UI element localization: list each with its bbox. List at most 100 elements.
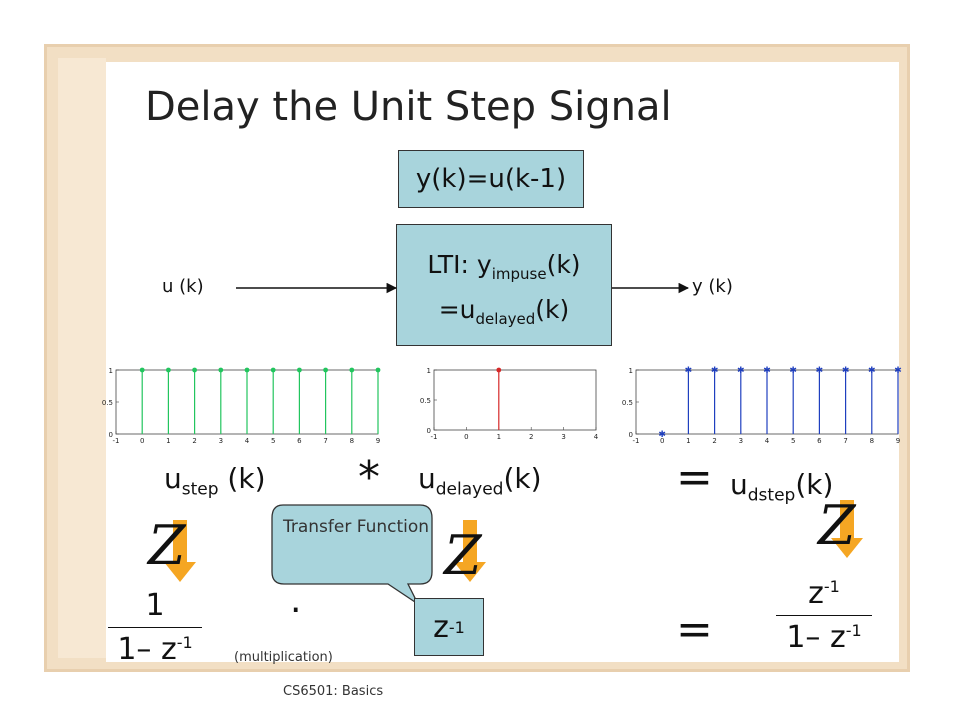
equals-operator-bottom: = <box>676 604 713 655</box>
y-tick-label: 0.5 <box>102 399 113 407</box>
equation-box: y(k)=u(k-1) <box>398 150 584 208</box>
u-delayed-sub: delayed <box>435 479 504 500</box>
x-tick-label: 0 <box>660 437 664 445</box>
y-tick-label: 1 <box>427 367 431 375</box>
left-fraction-den-pre: 1– z <box>117 632 177 667</box>
stem-marker: ✱ <box>711 366 719 376</box>
x-tick-label: -1 <box>633 437 640 445</box>
transfer-function-callout <box>271 504 433 606</box>
x-tick-label: 4 <box>765 437 770 445</box>
y-tick-label: 0 <box>109 431 113 439</box>
x-tick-label: 0 <box>464 433 468 441</box>
z-transform-arrow-left <box>164 520 196 582</box>
equation-text: y(k)=u(k-1) <box>415 164 567 194</box>
left-fraction: 1 1– z-1 <box>108 588 202 667</box>
stem-marker <box>297 367 302 373</box>
multiplication-label: (multiplication) <box>234 650 333 665</box>
x-tick-label: -1 <box>113 437 120 445</box>
stem-marker: ✱ <box>894 366 902 376</box>
x-tick-label: 9 <box>896 437 900 445</box>
right-fraction-numerator: z-1 <box>776 576 872 611</box>
stem-marker <box>270 367 276 373</box>
slide-side-strip <box>58 58 106 658</box>
equals-operator-top: = <box>676 452 713 503</box>
x-tick-label: 6 <box>297 437 302 445</box>
left-fraction-bar <box>108 627 202 628</box>
stem-marker: ✱ <box>685 366 693 376</box>
stem-marker <box>192 367 198 373</box>
y-tick-label: 0.5 <box>622 399 633 407</box>
x-tick-label: 8 <box>350 437 354 445</box>
stem-marker <box>323 367 328 373</box>
convolution-operator: * <box>358 452 380 503</box>
x-tick-label: 6 <box>817 437 822 445</box>
stem-marker <box>375 367 381 373</box>
x-tick-label: 1 <box>686 437 690 445</box>
x-tick-label: 3 <box>739 437 743 445</box>
x-tick-label: 2 <box>529 433 533 441</box>
y-tick-label: 0 <box>427 427 431 435</box>
lti-line-2: =udelayed(k) <box>397 292 611 337</box>
x-tick-label: 1 <box>497 433 501 441</box>
transfer-value-sup: -1 <box>448 617 465 637</box>
lti-line-2-pre: =u <box>438 295 476 324</box>
input-signal-label: u (k) <box>162 276 204 297</box>
x-tick-label: 4 <box>245 437 250 445</box>
x-tick-label: -1 <box>431 433 438 441</box>
right-fraction-bar <box>776 615 872 616</box>
lti-line-1-sub: impuse <box>491 265 547 283</box>
left-fraction-denominator: 1– z-1 <box>117 632 192 667</box>
stem-marker: ✱ <box>868 366 876 376</box>
output-signal-label: y (k) <box>692 276 733 297</box>
stem-marker: ✱ <box>816 366 824 376</box>
y-tick-label: 0.5 <box>420 397 431 405</box>
lti-line-2-post: (k) <box>535 295 570 324</box>
transfer-function-text: Transfer Function <box>282 517 430 537</box>
right-fraction-den-pre: 1– z <box>786 620 846 655</box>
right-fraction-denominator: 1– z-1 <box>786 620 861 655</box>
left-fraction-numerator: 1 <box>145 588 165 623</box>
x-tick-label: 7 <box>843 437 847 445</box>
right-fraction: z-1 1– z-1 <box>776 576 872 655</box>
stem-marker <box>139 367 145 373</box>
transfer-value-pre: z <box>433 609 449 645</box>
lti-line-2-sub: delayed <box>475 310 536 328</box>
x-tick-label: 2 <box>192 437 196 445</box>
u-dstep-label: udstep(k) <box>730 468 833 506</box>
right-fraction-num-pre: z <box>808 576 824 611</box>
z-transform-symbol-left: Z <box>148 514 186 577</box>
lti-line-1-pre: LTI: y <box>427 250 492 279</box>
left-fraction-den-sup: -1 <box>176 633 193 652</box>
transfer-function-box: z-1 <box>414 598 484 656</box>
x-tick-label: 7 <box>323 437 327 445</box>
stem-marker <box>218 367 224 373</box>
stem-marker <box>244 367 250 373</box>
stem-marker: ✱ <box>737 366 745 376</box>
stem-marker <box>166 367 171 373</box>
stem-marker: ✱ <box>789 366 797 376</box>
x-tick-label: 4 <box>594 433 599 441</box>
z-transform-arrow-right <box>831 500 863 558</box>
x-tick-label: 5 <box>271 437 275 445</box>
x-tick-label: 5 <box>791 437 795 445</box>
u-delayed-pre: u <box>418 462 436 495</box>
z-transform-symbol-right: Z <box>818 494 856 557</box>
lti-system-box: LTI: yimpuse(k) =udelayed(k) <box>396 224 612 346</box>
u-delayed-label: udelayed(k) <box>418 462 542 500</box>
x-tick-label: 3 <box>561 433 565 441</box>
stem-marker <box>349 367 355 373</box>
right-fraction-den-sup: -1 <box>845 621 862 640</box>
y-tick-label: 1 <box>109 367 113 375</box>
lti-line-1-post: (k) <box>546 250 581 279</box>
z-transform-symbol-middle: Z <box>444 524 482 587</box>
x-tick-label: 8 <box>870 437 874 445</box>
z-transform-arrow-middle <box>454 520 486 582</box>
lti-line-1: LTI: yimpuse(k) <box>397 247 611 292</box>
x-tick-label: 3 <box>219 437 223 445</box>
u-dstep-sub: dstep <box>747 485 796 506</box>
x-tick-label: 1 <box>166 437 170 445</box>
u-dstep-post: (k) <box>795 468 834 501</box>
